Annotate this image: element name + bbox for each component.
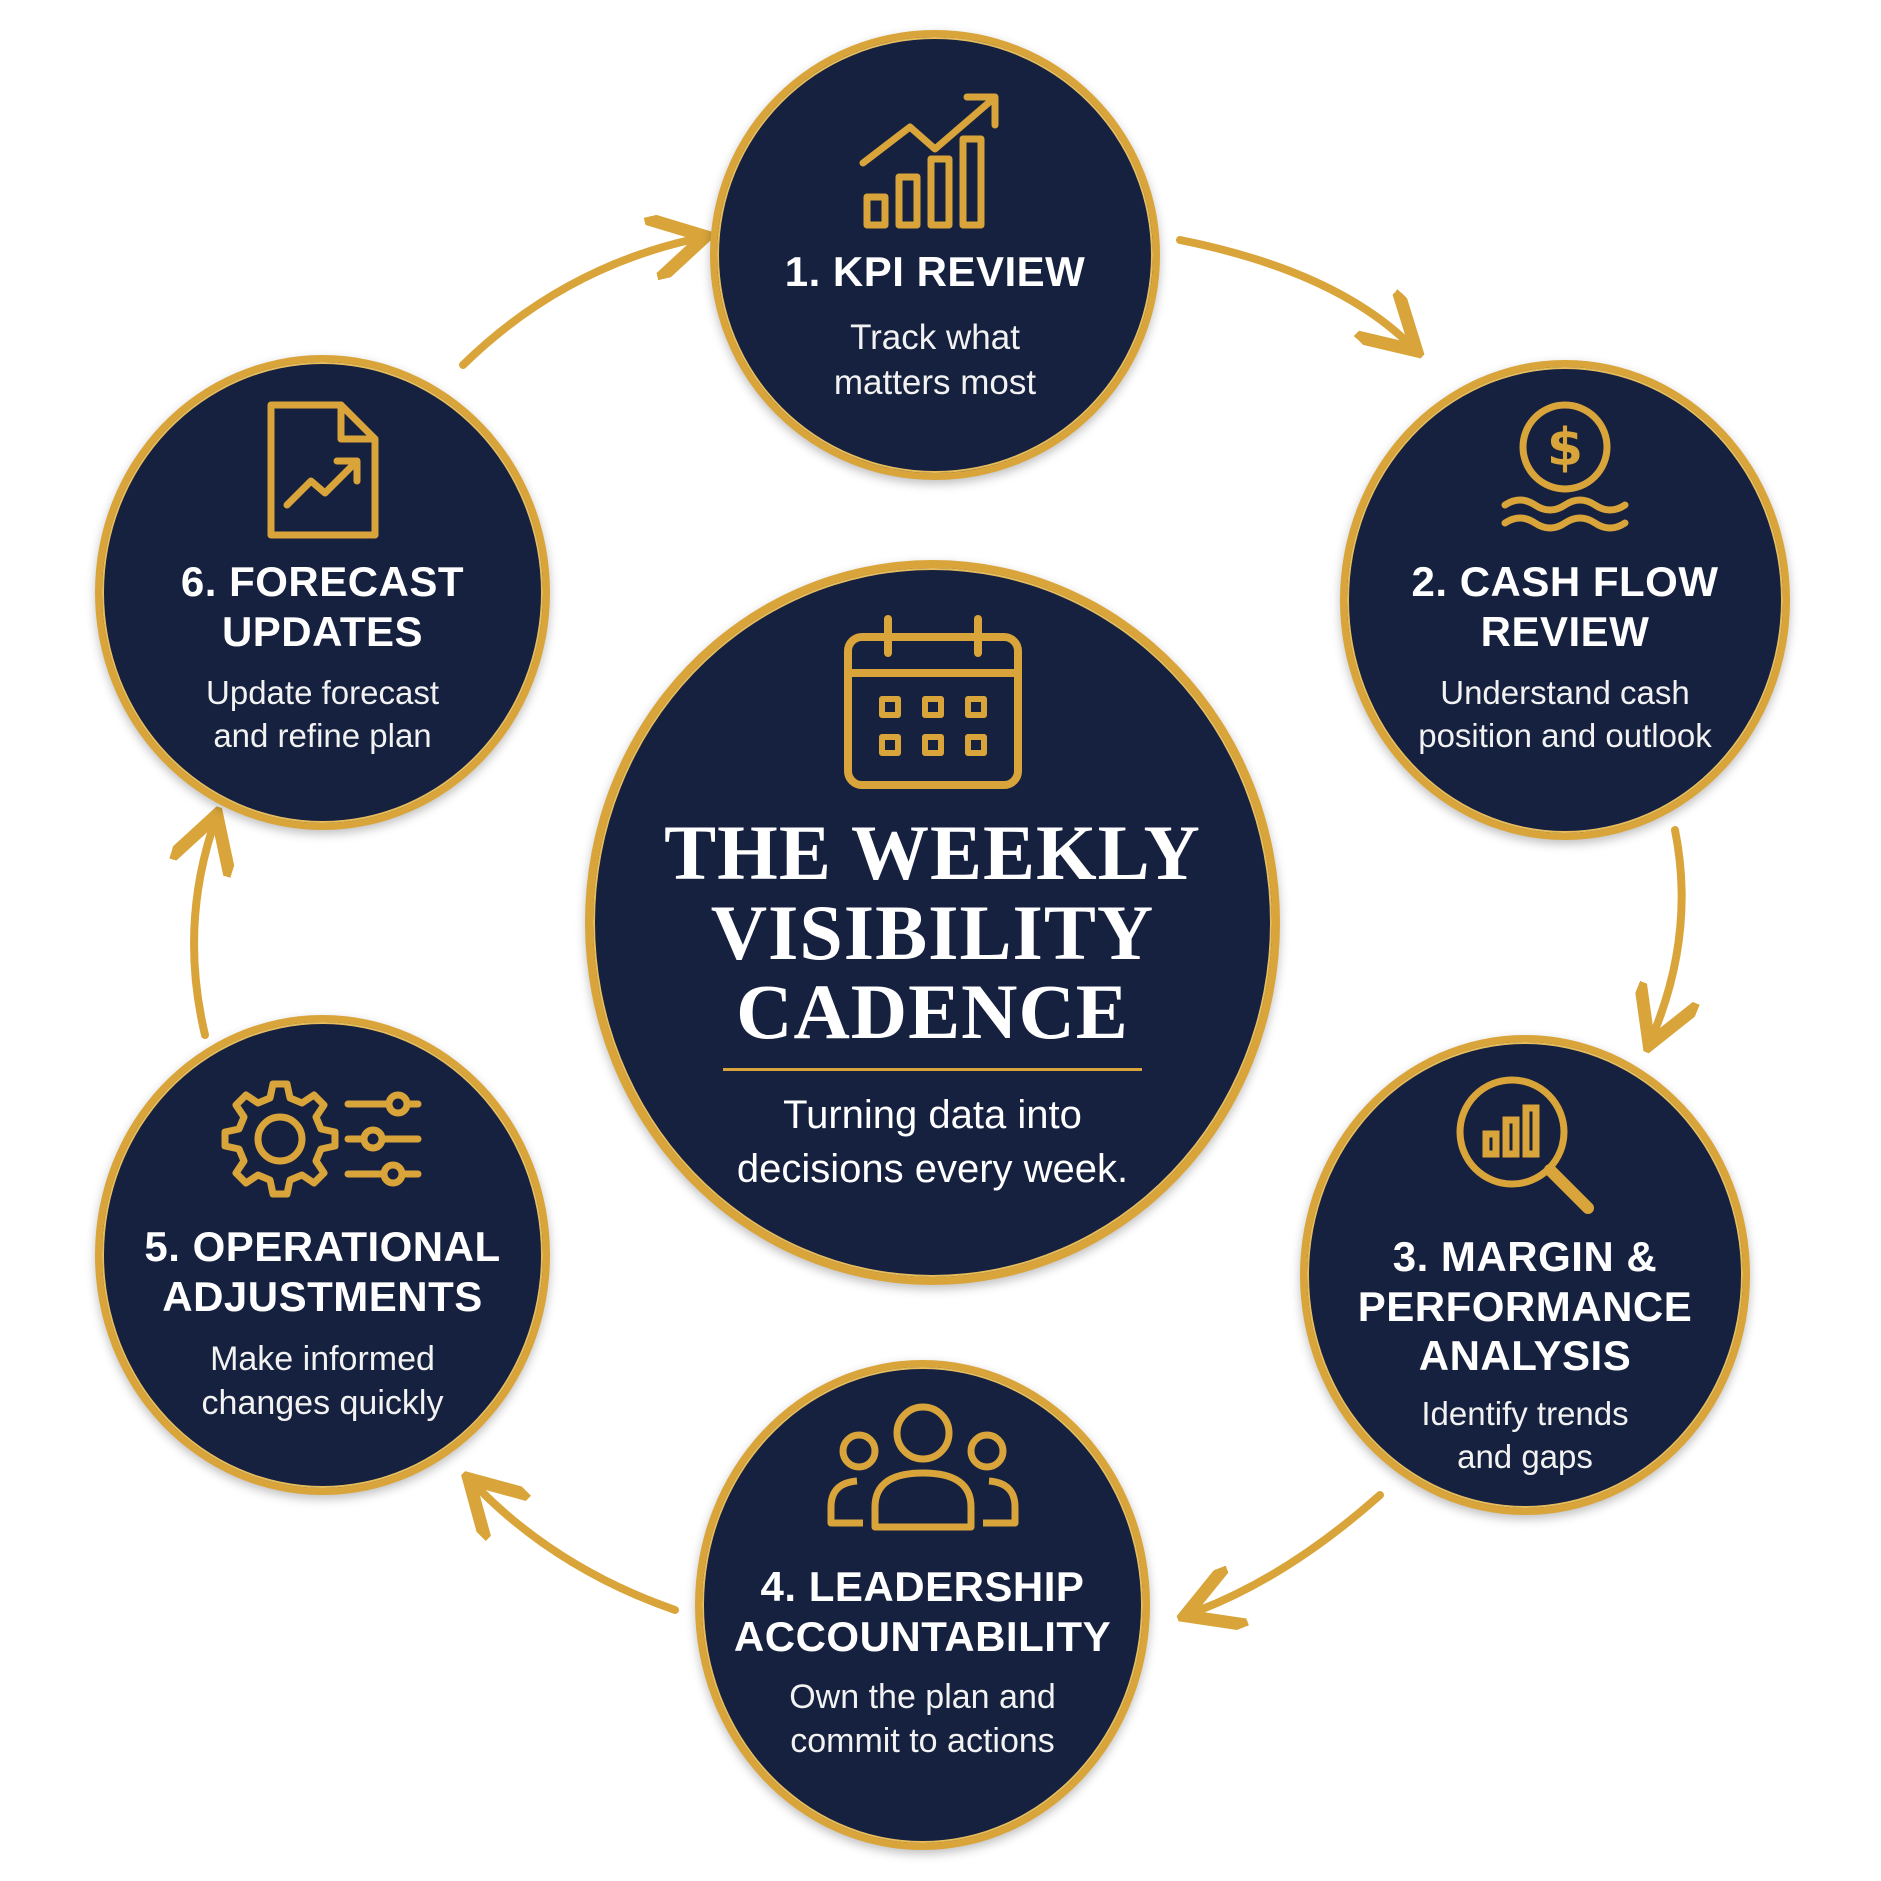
step-3-description: Identify trends and gaps — [1421, 1394, 1629, 1475]
arrow-1-to-2 — [1176, 236, 1405, 340]
step-4-title: 4. LEADERSHIP ACCOUNTABILITY — [733, 1563, 1112, 1660]
step-2-circle: $ 2. CASH FLOW REVIEW Understand cash po… — [1340, 360, 1790, 840]
step-6-circle: 6. FORECAST UPDATES Update forecast and … — [95, 355, 550, 830]
step-5-title: 5. OPERATIONAL ADJUSTMENTS — [144, 1223, 501, 1320]
step-1-circle: 1. KPI REVIEW Track what matters most — [710, 30, 1160, 480]
step-4-description: Own the plan and commit to actions — [789, 1678, 1056, 1761]
step-2-description: Understand cash position and outlook — [1418, 674, 1712, 754]
document-trend-icon — [267, 401, 378, 539]
svg-text:$: $ — [1547, 418, 1583, 478]
arrow-5-to-6 — [194, 830, 212, 1039]
center-subtitle: Turning data into decisions every week. — [736, 1093, 1129, 1191]
magnifier-chart-icon — [1456, 1076, 1594, 1214]
step-4-circle: 4. LEADERSHIP ACCOUNTABILITY Own the pla… — [695, 1360, 1150, 1850]
center-divider — [723, 1068, 1142, 1071]
step-5-circle: 5. OPERATIONAL ADJUSTMENTS Make informed… — [95, 1015, 550, 1495]
step-6-title: 6. FORECAST UPDATES — [180, 558, 465, 655]
center-title: THE WEEKLY VISIBILITY CADENCE — [664, 809, 1201, 1056]
calendar-icon — [843, 615, 1022, 789]
team-people-icon — [827, 1403, 1018, 1531]
step-2-title: 2. CASH FLOW REVIEW — [1411, 558, 1719, 655]
arrow-3-to-4 — [1200, 1491, 1384, 1610]
step-1-title: 1. KPI REVIEW — [784, 248, 1086, 295]
bar-chart-growth-icon — [859, 93, 999, 229]
step-3-title: 3. MARGIN & PERFORMANCE ANALYSIS — [1357, 1233, 1693, 1380]
arrow-2-to-3 — [1655, 826, 1682, 1030]
arrow-6-to-1 — [459, 240, 690, 369]
center-circle: THE WEEKLY VISIBILITY CADENCE Turning da… — [585, 560, 1280, 1285]
step-3-circle: 3. MARGIN & PERFORMANCE ANALYSIS Identif… — [1300, 1035, 1750, 1515]
step-6-description: Update forecast and refine plan — [206, 674, 439, 754]
dollar-coin-flow-icon: $ — [1501, 401, 1629, 532]
arrow-4-to-5 — [480, 1490, 679, 1614]
step-5-description: Make informed changes quickly — [201, 1340, 444, 1423]
gear-sliders-icon — [221, 1080, 421, 1198]
step-1-description: Track what matters most — [833, 317, 1037, 403]
